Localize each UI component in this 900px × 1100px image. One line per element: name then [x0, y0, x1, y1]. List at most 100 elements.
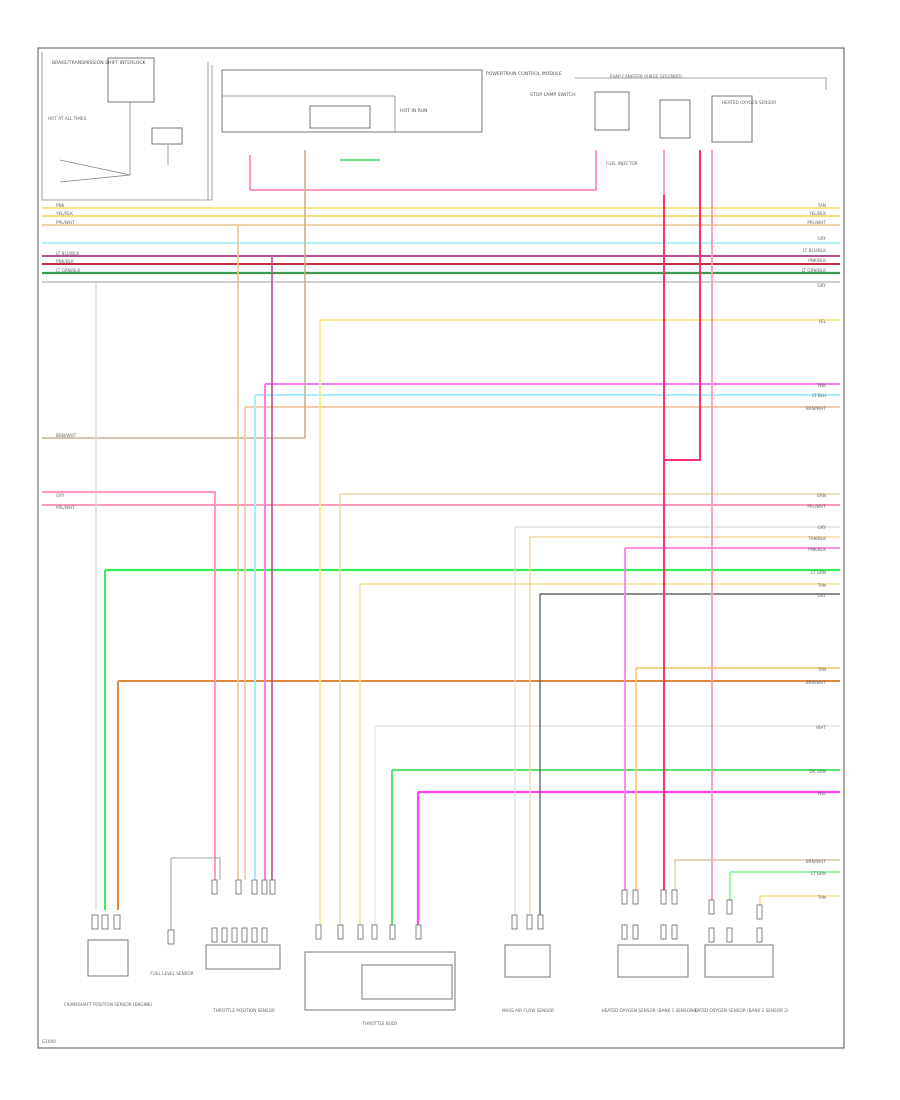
right-wire-label: PNK: [818, 383, 827, 388]
top-left-link-c: [59, 174, 131, 183]
o2-sensor-2-connector: [704, 944, 774, 978]
throttle-body-inner: [361, 964, 453, 1000]
connector-pin: [511, 914, 518, 930]
right-wire-label: YEL: [817, 319, 826, 324]
component-label-4: THROTTLE BODY: [362, 1021, 398, 1026]
brake-interlock-box: [107, 57, 155, 103]
right-wire-labels: TAN YEL/BLK PPL/WHT GRY LT BLU/BLK PNK/B…: [802, 203, 827, 900]
connector-pin: [621, 924, 628, 940]
right-wire-label: TAN/BLK: [807, 536, 826, 541]
left-wire-label: PNK/BLK: [56, 259, 74, 264]
top-label-1: BRAKE/TRANSMISSION SHIFT INTERLOCK: [52, 60, 147, 66]
connector-pin: [756, 927, 763, 943]
connector-pin: [371, 924, 378, 940]
top-label-5: POWERTRAIN CONTROL MODULE: [486, 71, 562, 77]
connector-pin: [708, 927, 715, 943]
top-left-link-b: [59, 159, 131, 176]
connector-pin: [726, 927, 733, 943]
right-wire-label: DK GRN: [809, 769, 826, 774]
diagram-frame: [37, 47, 845, 1049]
left-wire-label: PNK: [56, 203, 65, 208]
connector-pin: [235, 879, 242, 895]
right-wire-label: YEL/BLK: [808, 211, 826, 216]
top-label-4: STOP LAMP SWITCH: [530, 92, 576, 98]
right-wire-label: BRN/WHT: [806, 859, 827, 864]
connector-pin: [113, 914, 121, 930]
connector-pin: [671, 889, 678, 905]
wire-top-pink: [249, 150, 597, 191]
right-wire-label: LT BLU/BLK: [803, 248, 826, 253]
right-wire-label: GRY: [818, 283, 827, 288]
o2-heater-relay-block: [711, 95, 753, 143]
connector-pin: [621, 889, 628, 905]
connector-pin-rows: [211, 879, 763, 943]
right-wire-label: TAN: [817, 895, 826, 900]
left-wire-label: GRY: [56, 493, 65, 498]
ground-pin: [167, 929, 175, 945]
drop-wire: [42, 491, 216, 880]
connector-pin: [315, 924, 322, 940]
right-wire-label: PNK: [818, 791, 827, 796]
pcm-internal-relay: [309, 105, 371, 129]
right-wire-label: PPL/WHT: [807, 504, 826, 509]
right-wire-label: TAN: [817, 667, 826, 672]
connector-pin: [211, 879, 218, 895]
right-wire-label: GRY: [818, 525, 827, 530]
component-label-7: HEATED OXYGEN SENSOR (BANK 1 SENSOR 2): [691, 1008, 788, 1013]
left-wire-label: BRN/WHT: [56, 433, 77, 438]
right-wire-label: GRY: [818, 593, 827, 598]
connector-pin: [211, 927, 218, 943]
top-left-box-outline: [41, 52, 213, 201]
bottom-components: CRANKSHAFT POSITION SENSOR (ENGINE) FUEL…: [64, 857, 789, 1026]
connector-pin: [241, 927, 248, 943]
connector-pin: [756, 904, 763, 920]
bus-lines: [42, 207, 840, 897]
left-wire-labels: PNK YEL/BLK PPL/WHT LT BLU/BLK PNK/BLK L…: [55, 203, 81, 510]
injector-block: [659, 99, 691, 139]
connector-pin: [632, 924, 639, 940]
vertical-wires: [42, 150, 761, 925]
right-wire-label: BRN/WHT: [806, 680, 827, 685]
connector-pin: [708, 899, 715, 915]
connector-pin: [389, 924, 396, 940]
right-wire-label: GRY: [818, 236, 827, 241]
left-wire-label: LT BLU/BLK: [56, 251, 79, 256]
connector-pin: [660, 924, 667, 940]
component-label-2: FUEL LEVEL SENSOR: [150, 971, 193, 976]
right-wire-label: PPL/WHT: [807, 220, 826, 225]
connector-pin: [251, 927, 258, 943]
right-wire-label: WHT: [816, 725, 826, 730]
connector-pin: [269, 879, 276, 895]
top-label-7: FUEL INJECTOR: [606, 161, 638, 166]
maf-sensor-connector: [504, 944, 551, 978]
ground-wire: [170, 857, 221, 930]
connector-pin: [91, 914, 99, 930]
top-label-3: HOT IN RUN: [400, 108, 428, 114]
connector-pin: [251, 879, 258, 895]
connector-pin: [337, 924, 344, 940]
left-wire-label: LT GRN/BLK: [56, 268, 81, 273]
o2-sensor-1-connector: [617, 944, 689, 978]
tps-connector: [205, 944, 281, 970]
connector-pin: [526, 914, 533, 930]
connector-pin: [261, 927, 268, 943]
connector-pin: [537, 914, 544, 930]
crank-sensor-connector: [87, 939, 129, 977]
pcm-top-module: [221, 69, 483, 133]
connector-pin: [357, 924, 364, 940]
left-wire-label: PPL/WHT: [56, 505, 75, 510]
right-wire-label: LT GRN/BLK: [802, 268, 827, 273]
top-right-bracket: [575, 77, 827, 90]
right-wire-label: TAN: [817, 583, 826, 588]
footer-code: G1000: [42, 1039, 56, 1044]
connector-pin: [632, 889, 639, 905]
connector-pin: [261, 879, 268, 895]
connector-pin: [101, 914, 109, 930]
right-wire-label: BRN/WHT: [806, 406, 827, 411]
connector-pin: [671, 924, 678, 940]
top-label-2: HOT AT ALL TIMES: [48, 116, 87, 121]
component-label-6: HEATED OXYGEN SENSOR (BANK 1 SENSOR 1): [601, 1008, 698, 1013]
connector-pin: [660, 889, 667, 905]
right-wire-label: GRN: [817, 493, 826, 498]
